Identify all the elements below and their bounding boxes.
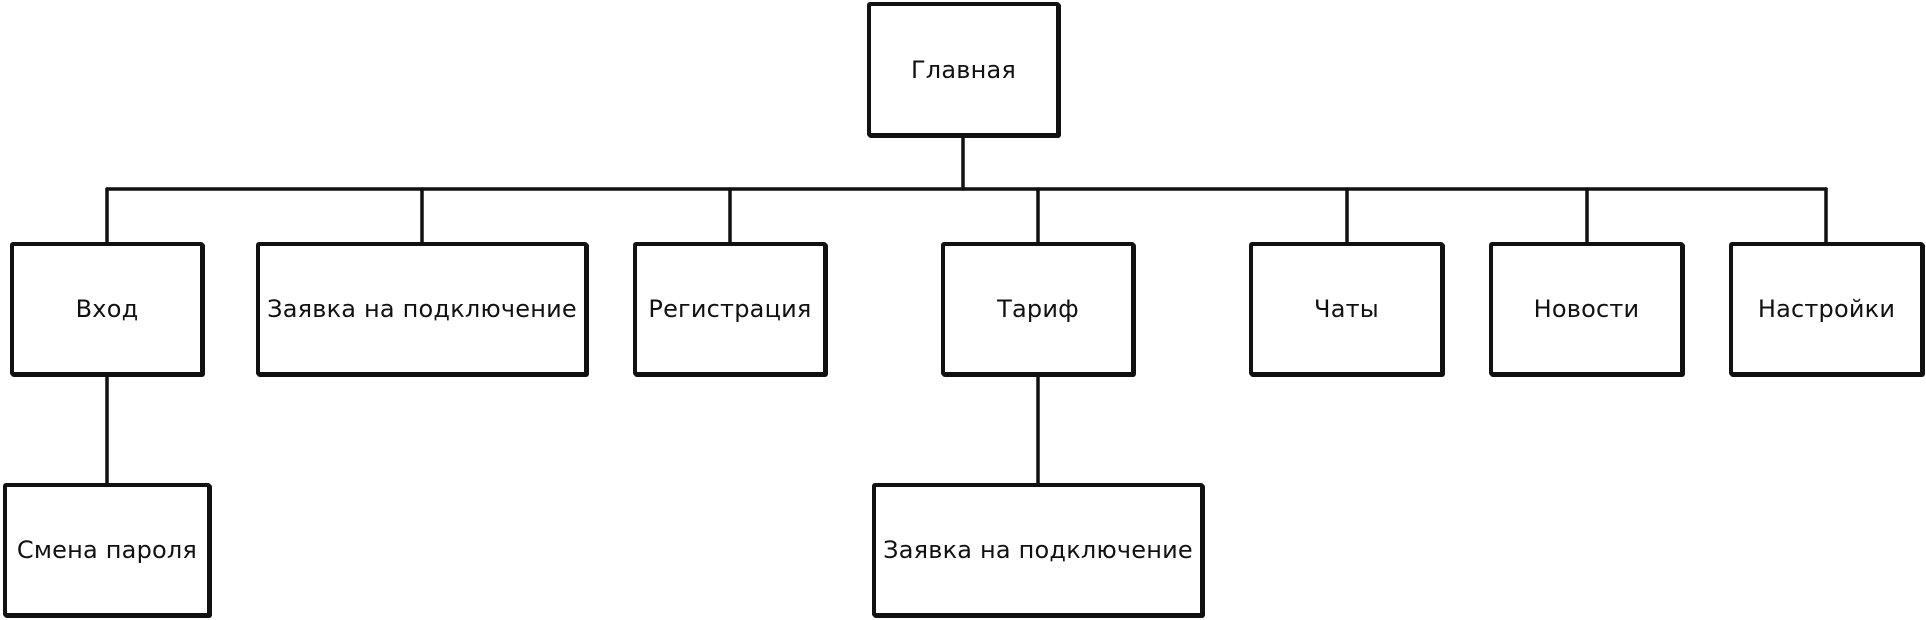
node-registraciya[interactable]: Регистрация bbox=[633, 242, 827, 376]
node-novosti-label: Новости bbox=[1533, 295, 1640, 323]
node-tarif-zayavka-na-podklyuchenie[interactable]: Заявка на подключение bbox=[872, 483, 1204, 617]
node-vhod-label: Вход bbox=[75, 295, 139, 323]
node-vhod[interactable]: Вход bbox=[10, 242, 204, 376]
node-smena-parolya[interactable]: Смена пароля bbox=[3, 483, 211, 617]
node-nastroyki-label: Настройки bbox=[1757, 295, 1896, 323]
node-nastroyki[interactable]: Настройки bbox=[1729, 242, 1924, 376]
node-glavnaya-label: Главная bbox=[910, 55, 1017, 84]
node-chaty[interactable]: Чаты bbox=[1249, 242, 1444, 376]
node-registraciya-label: Регистрация bbox=[648, 295, 812, 323]
node-smena-parolya-label: Смена пароля bbox=[16, 536, 198, 564]
node-zayavka-na-podklyuchenie-label: Заявка на подключение bbox=[267, 295, 577, 323]
node-zayavka-na-podklyuchenie[interactable]: Заявка на подключение bbox=[256, 242, 588, 376]
node-glavnaya[interactable]: Главная bbox=[867, 2, 1060, 137]
node-chaty-label: Чаты bbox=[1314, 295, 1379, 323]
node-novosti[interactable]: Новости bbox=[1489, 242, 1684, 376]
node-tarif-zayavka-na-podklyuchenie-label: Заявка на подключение bbox=[883, 536, 1193, 564]
node-tarif-label: Тариф bbox=[997, 295, 1079, 323]
node-tarif[interactable]: Тариф bbox=[941, 242, 1135, 376]
